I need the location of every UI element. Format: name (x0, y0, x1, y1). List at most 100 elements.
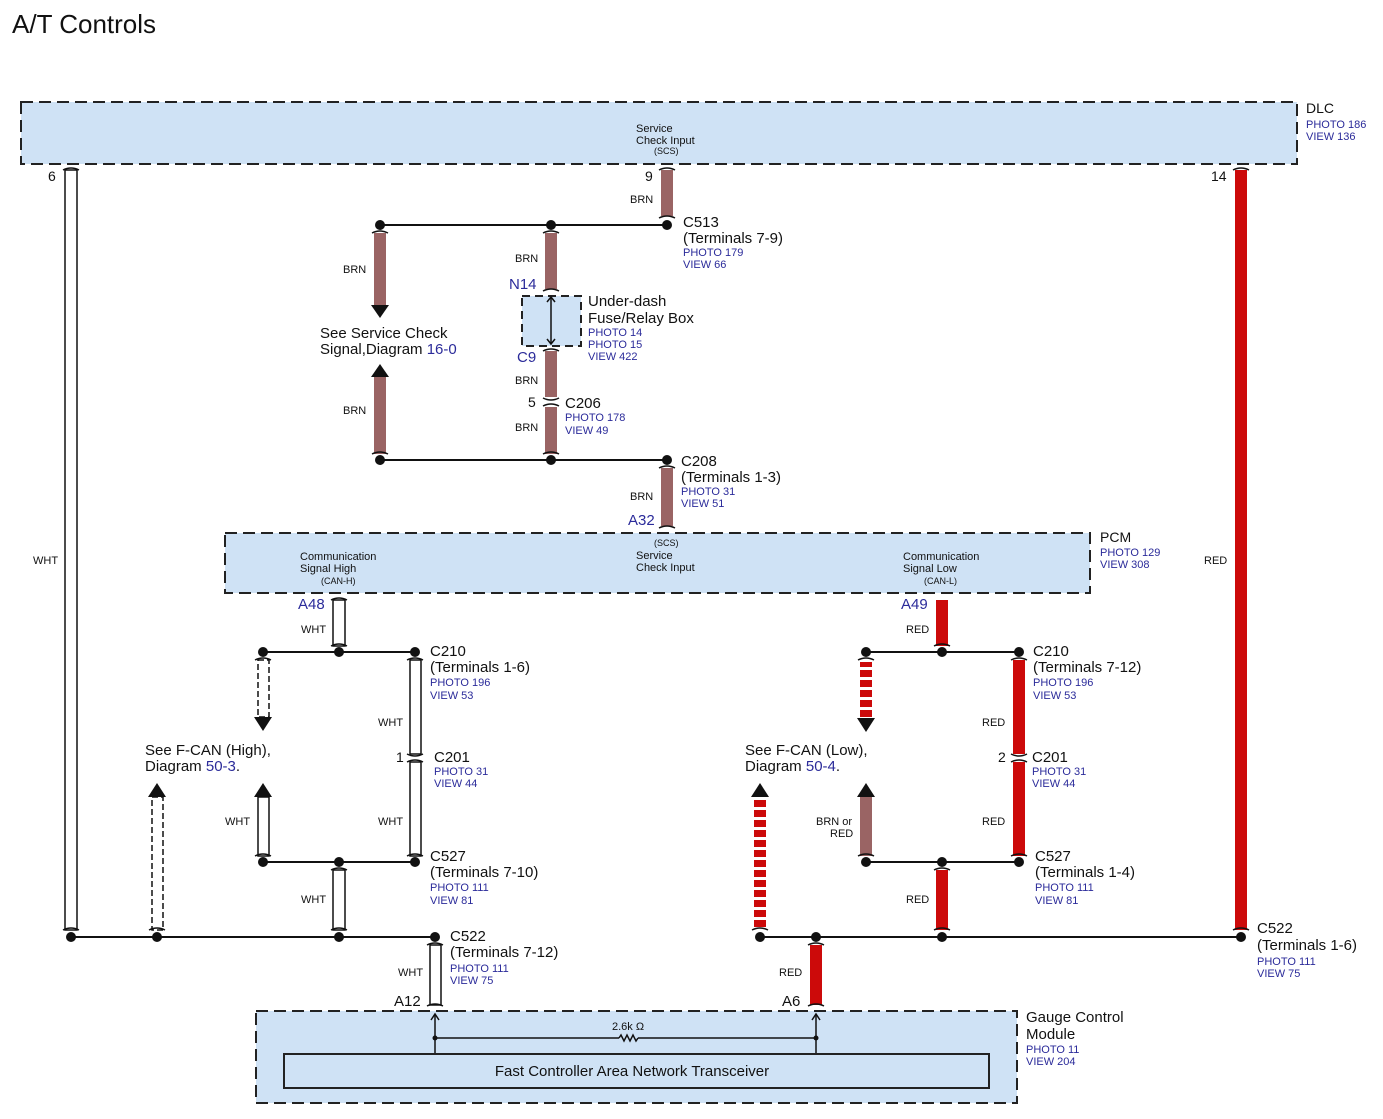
arrow-down-icon (371, 305, 389, 318)
connector-c210-h-terminals: (Terminals 1-6) (430, 659, 530, 676)
dlc-pin-label: Check Input (636, 135, 695, 147)
wire-label: BRN (343, 264, 366, 276)
terminal-cap (406, 753, 424, 757)
connector-point (662, 220, 672, 230)
c210-h-photo-link[interactable]: PHOTO 196 (430, 677, 490, 689)
connector-c201-l-name: C201 (1032, 749, 1068, 766)
resistor-value: 2.6k Ω (612, 1021, 644, 1033)
terminal-cap (933, 927, 951, 931)
wire-wht[interactable] (409, 761, 422, 857)
terminal-cap (330, 927, 348, 931)
fuse-box-view-link[interactable]: VIEW 422 (588, 351, 638, 363)
terminal-cap (542, 403, 560, 407)
connector-c522-l-name: C522 (1257, 920, 1293, 937)
diagram-16-0-link[interactable]: 16-0 (427, 341, 457, 358)
wire-label: WHT (33, 555, 58, 567)
c206-view-link[interactable]: VIEW 49 (565, 425, 608, 437)
connector-c527-h-terminals: (Terminals 7-10) (430, 864, 538, 881)
terminal-cap (751, 927, 769, 931)
fuse-relay-box[interactable] (521, 295, 582, 347)
c201-h-photo-link[interactable]: PHOTO 31 (434, 766, 488, 778)
dlc-photo-link[interactable]: PHOTO 186 (1306, 119, 1366, 131)
diagram-50-3-link[interactable]: 50-3 (206, 758, 236, 775)
gauge-photo-link[interactable]: PHOTO 11 (1026, 1044, 1079, 1056)
wire-red-optional[interactable] (754, 797, 766, 928)
pcm-view-link[interactable]: VIEW 308 (1100, 559, 1150, 571)
connector-c210-h-name: C210 (430, 643, 466, 660)
c201-l-view-link[interactable]: VIEW 44 (1032, 778, 1075, 790)
pcm-pin-a32: A32 (628, 512, 655, 529)
pcm-component[interactable]: Communication Signal High (CAN-H) (SCS) … (224, 532, 1091, 594)
c527-l-photo-link[interactable]: PHOTO 111 (1035, 882, 1094, 894)
wire-wht[interactable] (257, 796, 270, 857)
c527-h-view-link[interactable]: VIEW 81 (430, 895, 473, 907)
wire-label: RED (830, 828, 853, 840)
diagram-50-4-link[interactable]: 50-4 (806, 758, 836, 775)
wire-red-optional[interactable] (860, 662, 872, 718)
splice-point (811, 932, 821, 942)
arrow-up-icon (371, 364, 389, 377)
wire-brn[interactable] (374, 377, 386, 454)
can-transceiver-box[interactable] (283, 1053, 990, 1089)
c522-l-view-link[interactable]: VIEW 75 (1257, 968, 1300, 980)
terminal-cap (1010, 853, 1028, 857)
c527-h-photo-link[interactable]: PHOTO 111 (430, 882, 489, 894)
wire-wht[interactable] (332, 869, 346, 931)
wire-label: RED (779, 967, 802, 979)
wire-wht[interactable] (409, 659, 422, 755)
c522-h-view-link[interactable]: VIEW 75 (450, 975, 493, 987)
fuse-box-name: Under-dash (588, 293, 666, 310)
connector-point (662, 455, 672, 465)
wire-brn[interactable] (661, 468, 673, 526)
c513-view-link[interactable]: VIEW 66 (683, 259, 726, 271)
c208-view-link[interactable]: VIEW 51 (681, 498, 724, 510)
wire-brn[interactable] (661, 170, 673, 216)
c513-photo-link[interactable]: PHOTO 179 (683, 247, 743, 259)
wire-wht[interactable] (429, 944, 442, 1006)
wire-brn[interactable] (545, 407, 557, 454)
wire-wht[interactable] (332, 599, 346, 647)
gauge-view-link[interactable]: VIEW 204 (1026, 1056, 1076, 1068)
fcan-high-reference-text: See F-CAN (High), (145, 742, 271, 759)
splice-point (755, 932, 765, 942)
terminal-cap (426, 1003, 444, 1007)
reference-suffix: . (836, 758, 840, 775)
pcm-photo-link[interactable]: PHOTO 129 (1100, 547, 1160, 559)
wire-wht[interactable] (64, 169, 78, 931)
c527-l-view-link[interactable]: VIEW 81 (1035, 895, 1078, 907)
c522-l-photo-link[interactable]: PHOTO 111 (1257, 956, 1316, 968)
c208-photo-link[interactable]: PHOTO 31 (681, 486, 735, 498)
splice-point (334, 932, 344, 942)
wire-brn[interactable] (545, 233, 557, 289)
dlc-pin-14: 14 (1211, 168, 1227, 184)
wire-red[interactable] (1013, 762, 1025, 856)
fuse-box-terminal-c9: C9 (517, 349, 536, 366)
c206-photo-link[interactable]: PHOTO 178 (565, 412, 625, 424)
terminal-cap (542, 230, 560, 234)
c201-h-view-link[interactable]: VIEW 44 (434, 778, 477, 790)
dlc-view-link[interactable]: VIEW 136 (1306, 131, 1356, 143)
fuse-box-photo-link[interactable]: PHOTO 15 (588, 339, 642, 351)
c201-l-photo-link[interactable]: PHOTO 31 (1032, 766, 1086, 778)
wire-red[interactable] (1013, 660, 1025, 754)
wire-brn-or-red[interactable] (860, 797, 872, 856)
terminal-cap (62, 927, 80, 931)
scs-reference-text: Signal,Diagram 16-0 (320, 341, 457, 358)
terminal-cap (406, 853, 424, 857)
wire-wht-optional[interactable] (257, 659, 270, 718)
c210-h-view-link[interactable]: VIEW 53 (430, 690, 473, 702)
c522-h-photo-link[interactable]: PHOTO 111 (450, 963, 509, 975)
wire-red[interactable] (810, 945, 822, 1005)
c210-l-view-link[interactable]: VIEW 53 (1033, 690, 1076, 702)
wire-brn[interactable] (545, 351, 557, 397)
wire-red[interactable] (936, 600, 948, 646)
wire-brn[interactable] (374, 233, 386, 305)
c210-l-photo-link[interactable]: PHOTO 196 (1033, 677, 1093, 689)
wire-red[interactable] (936, 870, 948, 930)
fuse-box-photo-link[interactable]: PHOTO 14 (588, 327, 642, 339)
wire-wht-optional[interactable] (151, 796, 164, 931)
wire-label: RED (906, 894, 929, 906)
wire-red[interactable] (1235, 170, 1247, 930)
dlc-component[interactable]: Service Check Input (SCS) (20, 101, 1298, 165)
